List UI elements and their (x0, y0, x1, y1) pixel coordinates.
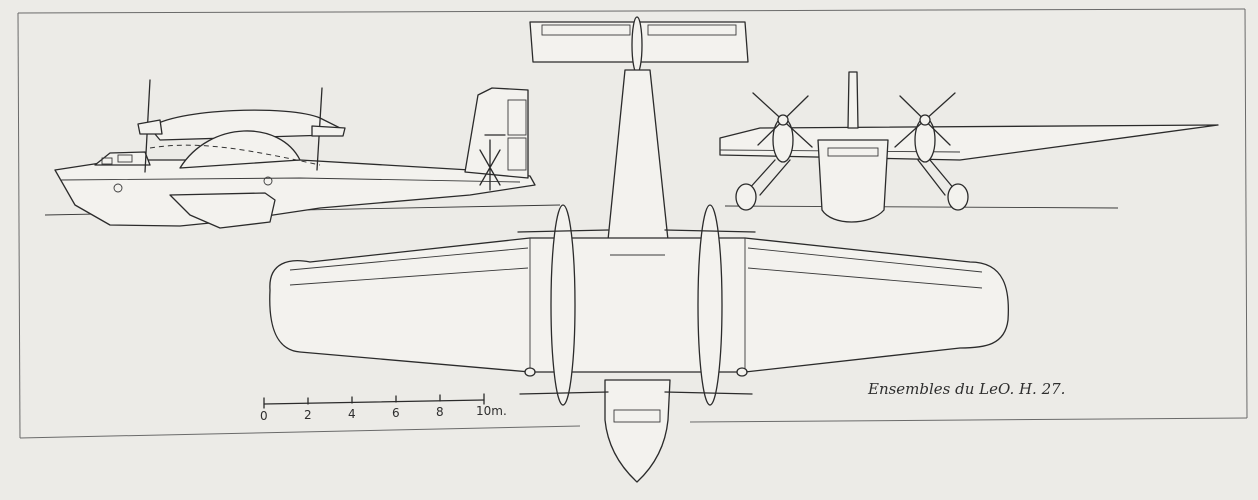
front-view-float-left (735, 183, 757, 211)
front-view-float-right (947, 183, 969, 211)
scale-tick-label: 2 (304, 408, 312, 422)
front-view-fuselage (817, 139, 889, 223)
front-view-wing (719, 124, 1219, 161)
plan-view-wing (269, 237, 1010, 373)
scale-tick-label: 4 (348, 407, 356, 421)
plate-frame (17, 8, 1248, 439)
plan-view (269, 16, 1010, 483)
scale-tick-label: 8 (436, 405, 444, 419)
side-view (44, 79, 561, 229)
side-view-hull (54, 159, 536, 227)
plan-view-fuselage (607, 69, 669, 258)
scale-tick-label: 10m. (476, 404, 507, 418)
front-view (719, 71, 1219, 223)
scale-bar: 0 2 4 6 8 10m. (260, 393, 507, 423)
side-view-cockpit (94, 151, 151, 166)
side-view-wing (149, 109, 341, 141)
side-view-tail-fin (464, 87, 529, 179)
plan-view-nacelle-left (550, 204, 576, 406)
figure-caption: Ensembles du LeO. H. 27. (868, 380, 1066, 398)
side-view-float (169, 192, 276, 229)
scale-tick-label: 6 (392, 406, 400, 420)
scale-tick-label: 0 (260, 409, 268, 423)
front-view-waterline (724, 205, 1119, 209)
plan-view-nacelle-right (697, 204, 723, 406)
